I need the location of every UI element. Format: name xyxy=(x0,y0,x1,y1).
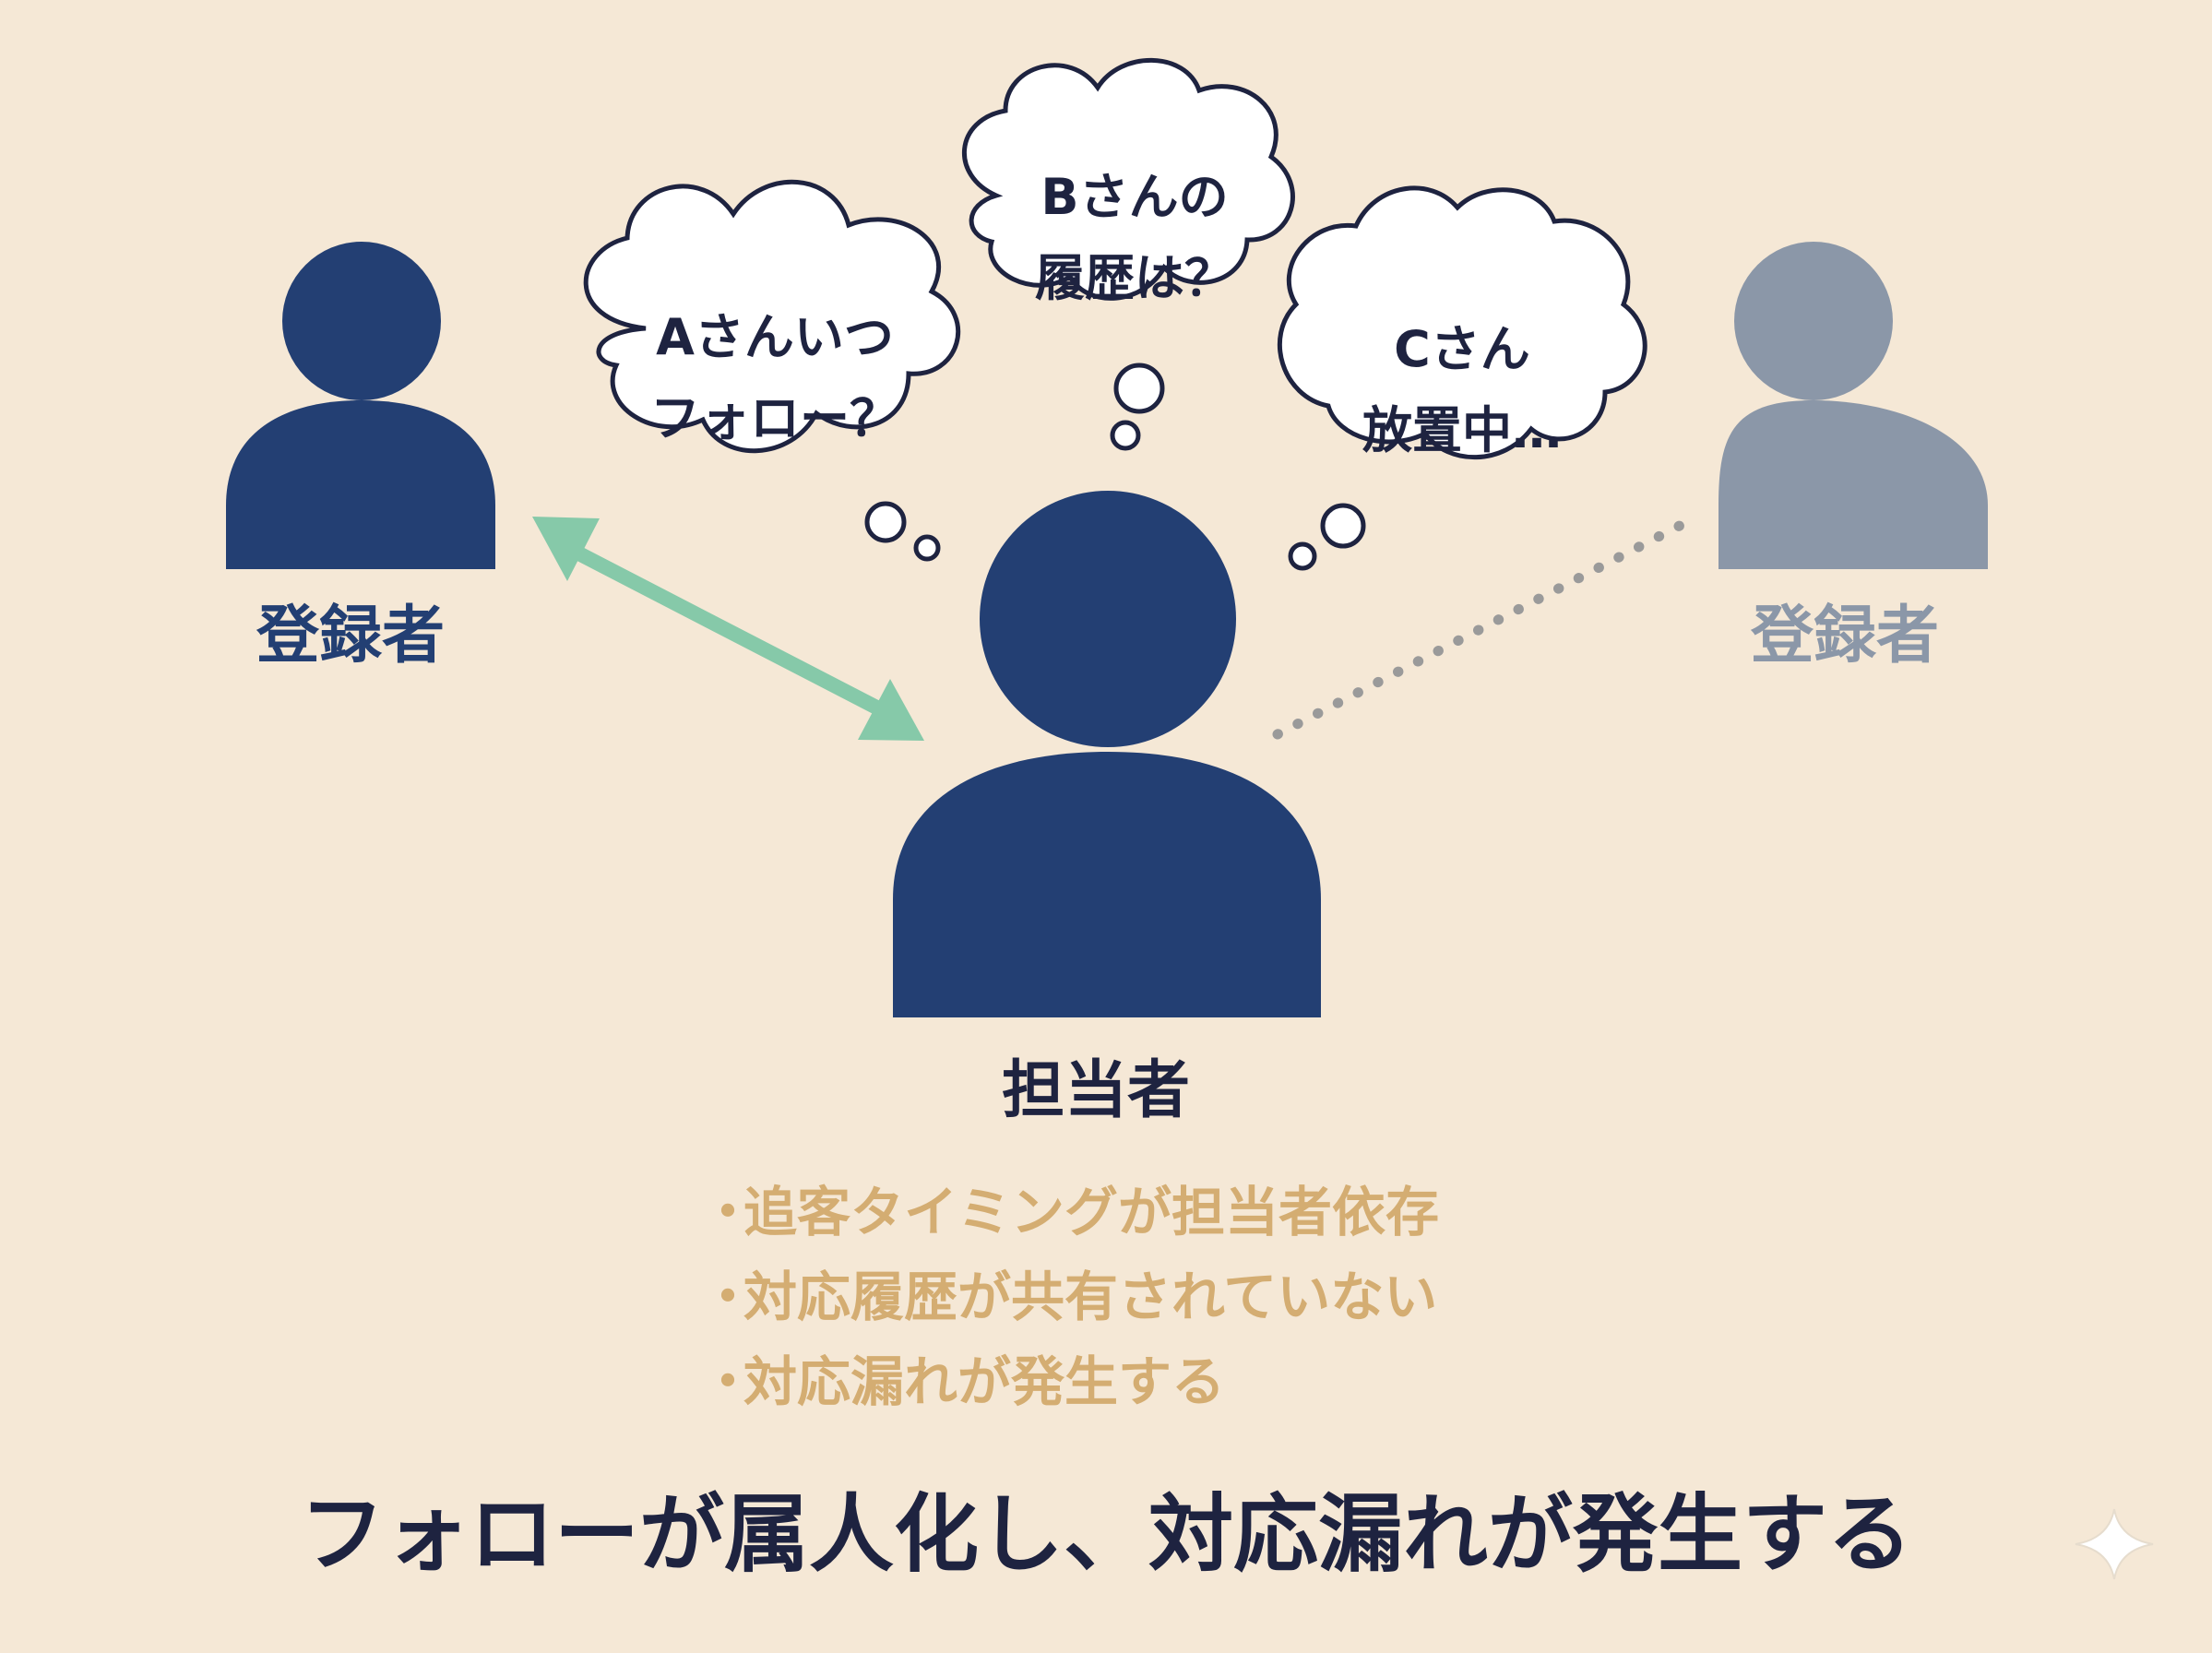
thought-cloud-c-line2: 放置中… xyxy=(1362,401,1562,459)
left-registrant-label: 登録者 xyxy=(256,600,446,672)
sparkle-icon xyxy=(2075,1508,2154,1580)
thought-cloud-c-line1: Cさん xyxy=(1394,320,1530,378)
thought-cloud-c xyxy=(1278,185,1647,571)
headline: フォローが属人化し、対応漏れが発生する xyxy=(299,1485,1912,1584)
list-item: ・対応履歴が共有されていない xyxy=(701,1255,1439,1339)
left-registrant-person-icon xyxy=(226,242,495,569)
thought-cloud-a-text: Aさんいつ フォロー？ xyxy=(590,297,959,459)
issue-text: 対応履歴が共有されていない xyxy=(743,1266,1438,1328)
thought-cloud-b-text: Bさんの 履歴は？ xyxy=(959,157,1310,319)
center-staff-label: 担当者 xyxy=(1002,1054,1191,1127)
bullet-marker: ・ xyxy=(701,1266,755,1328)
thought-cloud-b-line2: 履歴は？ xyxy=(1035,249,1234,307)
thought-cloud-b-line1: Bさんの xyxy=(1041,168,1229,226)
right-registrant-label: 登録者 xyxy=(1751,600,1940,672)
thought-cloud-a-line2: フォロー？ xyxy=(650,389,899,447)
right-registrant-person-icon xyxy=(1718,242,1988,569)
dotted-connection-line xyxy=(1272,511,1703,740)
thought-cloud-a-line1: Aさんいつ xyxy=(656,308,894,366)
list-item: ・追客タイミングが担当者依存 xyxy=(701,1170,1439,1255)
thought-cloud-a xyxy=(583,179,960,562)
bullet-marker: ・ xyxy=(701,1181,755,1243)
bullet-marker: ・ xyxy=(701,1350,755,1413)
thought-cloud-c-text: Cさん 放置中… xyxy=(1287,309,1637,471)
issue-text: 追客タイミングが担当者依存 xyxy=(743,1181,1440,1243)
list-item: ・対応漏れが発生する xyxy=(701,1339,1439,1424)
center-staff-person-icon xyxy=(893,491,1321,1017)
double-headed-arrow-icon xyxy=(532,517,924,741)
thought-cloud-b xyxy=(962,57,1295,451)
issue-text: 対応漏れが発生する xyxy=(743,1350,1226,1413)
issue-list: ・追客タイミングが担当者依存 ・対応履歴が共有されていない ・対応漏れが発生する xyxy=(701,1170,1439,1424)
